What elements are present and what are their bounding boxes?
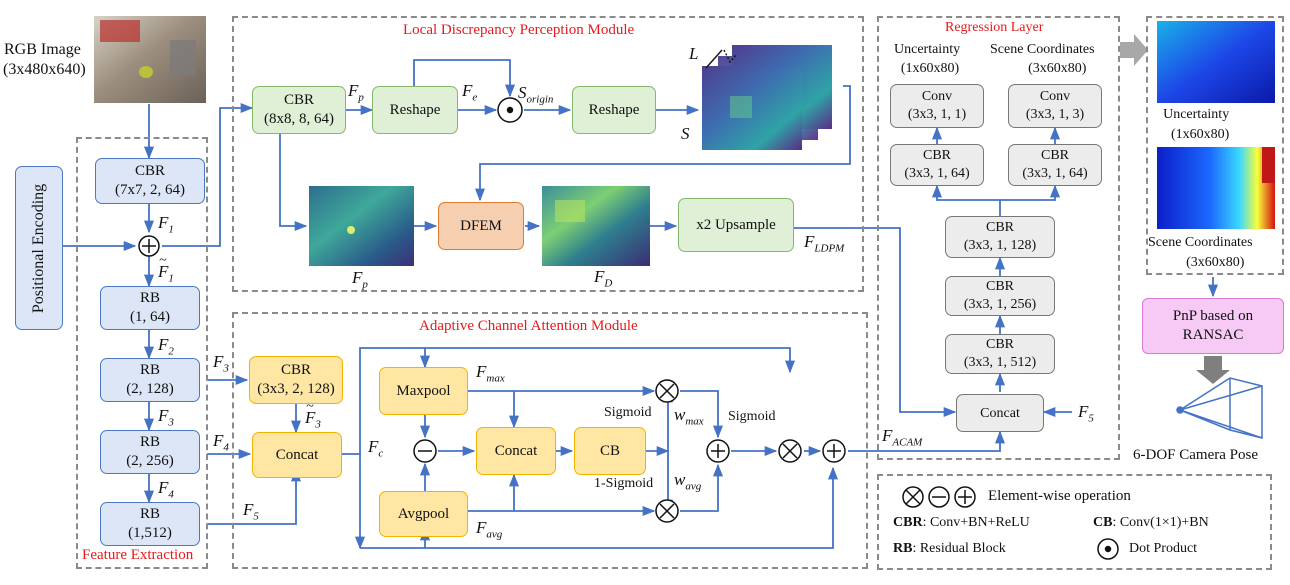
regression-concat-block: Concat [956,394,1044,432]
feature-extraction-title: Feature Extraction [82,547,194,563]
symbol-fe: Fe [462,81,478,104]
multiply-operator-max [655,379,679,403]
symbol-wmax: wmax [674,405,704,428]
subtract-operator [413,439,437,463]
sigmoid-label-1: Sigmoid [604,405,652,420]
dot-product-operator [497,97,523,123]
legend-frame [877,474,1272,570]
legend-cbr: CBR: Conv+BN+ReLU [893,515,1030,530]
legend-dot-product: Dot Product [1129,541,1198,556]
acam-cbr-block: CBR(3x3, 2, 128) [249,356,343,404]
multiply-operator-avg [655,499,679,523]
symbol-facam: FACAM [882,426,923,449]
legend-elementwise: Element-wise operation [988,488,1131,504]
dfem-block: DFEM [438,202,524,250]
symbol-f1: F1 [158,213,174,236]
uncertainty-output-image [1157,21,1275,103]
acam-concat-block-1: Concat [252,432,342,478]
symbol-f1-tilde: F~1 [158,253,174,285]
fe-rb4-block: RB(1,512) [100,502,200,546]
fe-rb1-block: RB(1, 64) [100,286,200,330]
symbol-f5-to-acam: F5 [243,500,259,523]
symbol-fc: Fc [368,437,384,460]
camera-pose-icon [1176,377,1263,440]
cbr512-block: CBR(3x3, 1, 512) [945,334,1055,374]
symbol-f2: F2 [158,335,174,358]
outputs-frame [1146,16,1284,275]
symbol-f3-to-acam: F3 [213,352,229,375]
rgb-image-dims: (3x480x640) [3,61,86,78]
symbol-f3: F3 [158,406,174,429]
symbol-f4-to-acam: F4 [213,431,229,454]
l-slash-symbol [705,49,737,69]
symbol-f5-to-regression: F5 [1078,402,1094,425]
acam-title: Adaptive Channel Attention Module [419,318,638,334]
cb-block: CB [574,427,646,475]
feature-map-fp [309,186,414,266]
feature-map-fd [542,186,650,266]
feature-extraction-frame [76,137,208,569]
conv-uncertainty-block: Conv(3x3, 1, 1) [890,84,984,128]
symbol-f3-tilde: F~3 [305,399,321,431]
maxpool-block: Maxpool [379,367,468,415]
rgb-image-title: RGB Image [4,41,81,58]
upsample-block: x2 Upsample [678,198,794,252]
symbol-fldpm: FLDPM [804,232,845,255]
scene-head-label: Scene Coordinates(3x60x80) [990,42,1095,76]
symbol-l: L [689,44,699,63]
acam-concat-block-2: Concat [476,427,556,475]
positional-encoding-label: Positional Encoding [30,183,48,313]
avgpool-block: Avgpool [379,491,468,537]
ldpm-title: Local Discrepancy Perception Module [403,22,635,38]
symbol-fmax: Fmax [476,362,505,385]
fe-rb3-block: RB(2, 256) [100,430,200,474]
regression-title: Regression Layer [945,20,1044,35]
gray-arrow-right [1120,34,1148,66]
reshape-block-1: Reshape [372,86,458,134]
one-minus-sigmoid-label: 1-Sigmoid [594,476,654,491]
symbol-fd: FD [594,267,613,290]
cbr-uncertainty-block: CBR(3x3, 1, 64) [890,144,984,186]
cbr128-block: CBR(3x3, 1, 128) [945,216,1055,258]
symbol-f4: F4 [158,478,174,501]
cbr-scene-block: CBR(3x3, 1, 64) [1008,144,1102,186]
positional-encoding-block: Positional Encoding [15,166,63,330]
scene-coordinates-output-image [1157,147,1275,229]
ldpm-cbr-block: CBR(8x8, 8, 64) [252,86,346,134]
fe-rb2-block: RB(2, 128) [100,358,200,402]
regression-frame [877,16,1120,460]
acam-frame [232,312,868,569]
uncertainty-output-label: Uncertainty(1x60x80) [1163,107,1230,142]
symbol-wavg: wavg [674,470,702,493]
legend-rb: RB: Residual Block [893,541,1006,556]
conv-scene-block: Conv(3x3, 1, 3) [1008,84,1102,128]
scene-output-label: Scene Coordinates(3x60x80) [1148,235,1253,270]
cbr256-block: CBR(3x3, 1, 256) [945,276,1055,316]
symbol-favg: Favg [476,518,503,541]
camera-pose-label: 6-DOF Camera Pose [1133,447,1258,463]
ldpm-frame [232,16,864,292]
add-operator-mid [706,439,730,463]
legend-cb: CB: Conv(1×1)+BN [1093,515,1209,530]
fe-cbr-block: CBR(7x7, 2, 64) [95,158,205,204]
symbol-fp-top: Fp [348,81,364,104]
multiply-operator-sig [778,439,802,463]
symbol-fp-bottom: Fp [352,268,368,291]
uncertainty-head-label: Uncertainty(1x60x80) [894,42,961,76]
symbol-s-origin: Sorigin [518,83,554,106]
sigmoid-label-2: Sigmoid [728,409,776,424]
gray-arrow-down [1196,356,1230,384]
legend-operator-icons [902,486,1119,560]
reshape-block-2: Reshape [572,86,656,134]
add-operator-out [822,439,846,463]
add-operator-f1 [138,235,160,257]
symbol-s: S [681,124,690,143]
